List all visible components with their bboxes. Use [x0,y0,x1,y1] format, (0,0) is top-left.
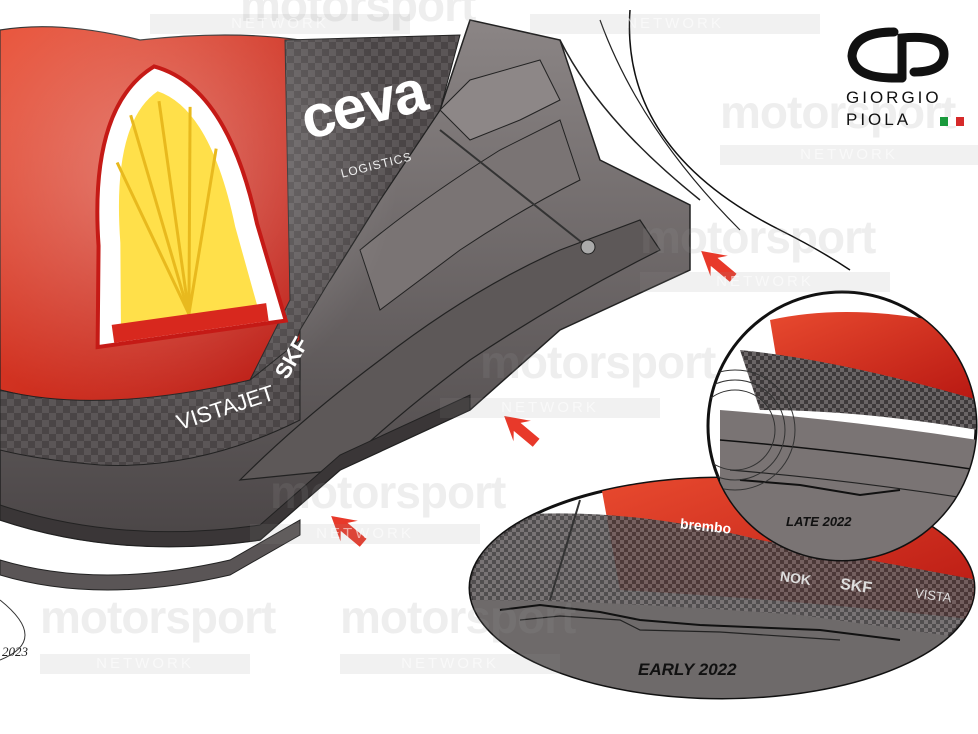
logo-text-piola: PIOLA [846,110,912,129]
logo-text-giorgio: GIORGIO [846,88,942,107]
artist-signature: 2023 [2,644,28,659]
italian-flag-icon [940,117,964,126]
inset-late-2022 [706,290,978,562]
watermark-network: NETWORK [40,654,250,674]
caption-late-2022: LATE 2022 [786,514,852,529]
caption-early-2022: EARLY 2022 [638,660,737,679]
watermark-network: NETWORK [150,14,410,34]
watermark-brand: motorsport [480,336,716,388]
watermark-network: NETWORK [530,14,820,34]
watermark-network: NETWORK [440,398,660,418]
watermark-brand: motorsport [640,211,876,263]
watermark-network: NETWORK [340,654,560,674]
watermark-brand: motorsport [40,591,276,643]
arrow-icon [328,249,739,549]
giorgio-piola-logo: GIORGIO PIOLA [840,24,972,134]
watermark-brand: motorsport [340,591,576,643]
watermark-brand: motorsport [270,466,506,518]
watermark-network: NETWORK [640,272,890,292]
shell-logo [95,64,289,350]
watermark-network: NETWORK [250,524,480,544]
watermark-brand: motorsport [720,86,956,138]
watermark-brand: motorsport [240,0,476,31]
gp-mark-icon [847,27,949,83]
watermark-network: NETWORK [720,145,978,165]
